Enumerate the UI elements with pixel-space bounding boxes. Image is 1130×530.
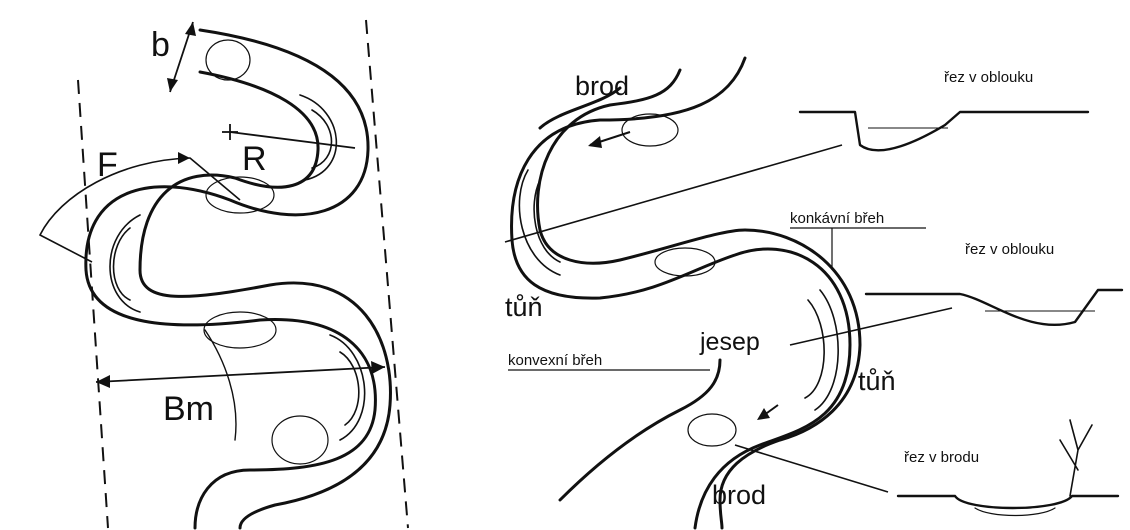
flow-arrowhead-bottom xyxy=(757,408,770,420)
label-tun-right: tůň xyxy=(858,366,896,396)
left-bar-3b xyxy=(340,352,359,425)
label-section-1: řez v oblouku xyxy=(944,69,1033,86)
label-concave-bank: konkávní břeh xyxy=(790,210,884,227)
section-line-2 xyxy=(790,308,952,345)
belt-boundary-right xyxy=(366,20,408,528)
left-gravel-patches xyxy=(204,40,328,464)
label-jesep: jesep xyxy=(699,328,760,356)
left-meander-diagram: b R F Bm xyxy=(40,20,408,528)
arc-f-radial-bottom xyxy=(40,235,92,262)
label-bm: Bm xyxy=(163,390,214,428)
cross-section-1-profile xyxy=(800,112,1088,150)
bm-arrowhead-right xyxy=(371,361,385,374)
right-gravel-patches xyxy=(622,114,736,446)
label-section-3: řez v brodu xyxy=(904,449,979,466)
label-b: b xyxy=(151,26,170,64)
label-section-2: řez v oblouku xyxy=(965,241,1054,258)
tree-icon xyxy=(1060,420,1092,496)
label-brod-top: brod xyxy=(575,71,629,101)
left-channel-outer-bank xyxy=(86,30,376,528)
label-r: R xyxy=(242,140,267,178)
arc-f-arrowhead xyxy=(178,152,190,164)
label-brod-bottom: brod xyxy=(712,480,766,510)
bm-arrow xyxy=(96,367,385,382)
flow-arrowhead-top xyxy=(588,136,602,148)
width-arrowhead-top xyxy=(185,22,196,36)
right-meander-diagram: brod tůň jesep tůň brod konkávní břeh ko… xyxy=(505,58,1122,528)
width-arrowhead-bottom xyxy=(167,78,178,92)
left-bar-1b xyxy=(312,110,332,168)
right-bank-lower xyxy=(560,360,720,500)
cross-section-3-profile xyxy=(898,496,1118,508)
right-pool-right-2 xyxy=(805,300,824,398)
label-convex-bank: konvexní břeh xyxy=(508,352,602,369)
right-pool-right-1 xyxy=(815,290,838,410)
label-f: F xyxy=(97,146,118,184)
cross-section-3 xyxy=(898,420,1118,516)
label-tun-left: tůň xyxy=(505,292,543,322)
cross-section-1 xyxy=(800,112,1088,150)
right-channel-outer-bank xyxy=(512,58,850,528)
